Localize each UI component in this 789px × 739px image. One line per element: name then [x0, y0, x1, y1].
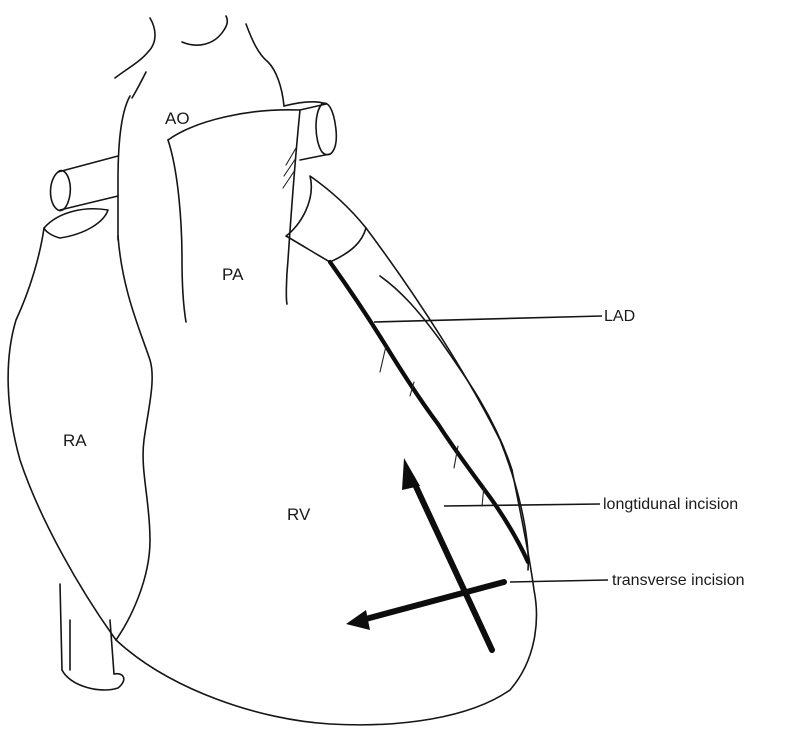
transverse-leader-line: [510, 580, 608, 582]
longitudinal-incision-arrow: [402, 458, 492, 650]
label-ra: RA: [63, 431, 87, 450]
svc: [44, 156, 118, 238]
lad-leader-line: [374, 316, 602, 322]
label-longitudinal-incision: longtidunal incision: [603, 496, 738, 513]
label-ao: AO: [165, 109, 190, 128]
label-lad: LAD: [604, 308, 635, 325]
aortic-branches: [115, 16, 284, 106]
label-rv: RV: [287, 505, 311, 524]
label-transverse-incision: transverse incision: [612, 572, 745, 589]
left-appendage: [286, 176, 366, 262]
pulmonary-artery: [168, 103, 336, 322]
longitudinal-leader-line: [444, 504, 600, 506]
label-pa: PA: [222, 265, 244, 284]
